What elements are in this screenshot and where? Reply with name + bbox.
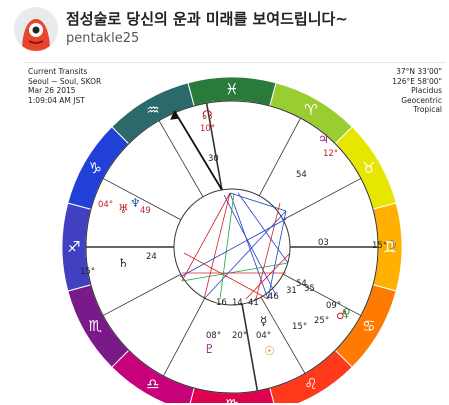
mc-arrow bbox=[173, 110, 223, 191]
aspect-line bbox=[255, 202, 281, 300]
info-line: Mar 26 2015 bbox=[28, 86, 76, 95]
venus-glyph: ♀ bbox=[342, 306, 351, 320]
house-cusp-line bbox=[158, 120, 204, 197]
pluto-glyph: ♇ bbox=[204, 342, 215, 356]
aspect-line bbox=[267, 210, 287, 300]
chart-wheel: ♈ ♉ ♊ ♋ ♌ ♍ ♎ ♏ ♐ ♑ ♒ ♓ 10° 30 12° 54 04° 49 15° 24 03 15° 16… bbox=[61, 76, 403, 403]
zodiac-sign-icon: ♋ bbox=[362, 317, 375, 335]
degree-label: 12° bbox=[323, 149, 338, 159]
mars-glyph: ♂ bbox=[336, 308, 347, 322]
degree-label: 16 bbox=[216, 298, 227, 308]
zodiac-sign-icon: ♑ bbox=[88, 159, 101, 177]
aspect-line bbox=[181, 192, 231, 282]
house-cusp-line bbox=[102, 178, 181, 221]
degree-label: 03 bbox=[318, 238, 329, 248]
degree-label: 25° bbox=[314, 316, 329, 326]
saturn-glyph: ♄ bbox=[118, 256, 129, 270]
info-line: 37°N 33'00" bbox=[396, 67, 442, 76]
sun-glyph: ☉ bbox=[264, 344, 275, 358]
house-cusp-line bbox=[241, 303, 259, 391]
aspect-line bbox=[237, 192, 289, 264]
degree-label: 15° bbox=[292, 322, 307, 332]
house-cusp-line bbox=[102, 273, 181, 316]
degree-label: 41 bbox=[248, 298, 259, 308]
house-cusp-line bbox=[283, 273, 362, 316]
info-line: 126°E 58'00" bbox=[392, 76, 442, 86]
degree-label: 09° bbox=[326, 301, 341, 311]
jupiter-glyph: ♃ bbox=[318, 132, 329, 146]
zodiac-sign-icon: ♓ bbox=[225, 80, 238, 98]
degree-label: 10° bbox=[200, 124, 215, 134]
post-header: 점성술로 당신의 운과 미래를 보여드립니다~ pentakle25 bbox=[0, 0, 449, 58]
info-line: Geocentric bbox=[401, 95, 442, 105]
degree-label: 54 bbox=[296, 279, 307, 289]
astrology-chart: ♈ ♉ ♊ ♋ ♌ ♍ ♎ ♏ ♐ ♑ ♒ ♓ 10° 30 12° 54 04° 49 15° 24 03 15° 16… bbox=[24, 62, 446, 403]
house-cusp-line bbox=[260, 297, 306, 374]
zodiac-sign-icon: ♍ bbox=[225, 396, 238, 403]
zodiac-sign-icon: ♈ bbox=[304, 101, 317, 119]
author-name[interactable]: pentakle25 bbox=[66, 31, 140, 46]
zodiac-sign-icon: ♌ bbox=[304, 375, 317, 393]
zodiac-sign-icon: ♊ bbox=[383, 238, 396, 256]
monster-avatar-icon bbox=[14, 7, 58, 51]
degree-label: 15° bbox=[372, 241, 387, 251]
house-cusp-line bbox=[258, 117, 301, 196]
degree-label: 24 bbox=[146, 252, 157, 262]
zodiac-sign-icon: ♒ bbox=[146, 101, 159, 119]
degree-label: 35 bbox=[304, 284, 315, 294]
degree-label: 49 bbox=[140, 206, 151, 216]
node-glyph: ☊ bbox=[202, 108, 213, 122]
info-line: Tropical bbox=[413, 105, 442, 114]
neptune-glyph: ♆ bbox=[130, 196, 141, 210]
degree-label: 54 bbox=[296, 170, 307, 180]
house-cusp-line bbox=[163, 298, 206, 377]
aspect-line bbox=[179, 218, 287, 278]
zodiac-sign-icon: ♉ bbox=[362, 159, 375, 177]
zodiac-sign-icon: ♐ bbox=[67, 238, 80, 256]
post-title[interactable]: 점성술로 당신의 운과 미래를 보여드립니다~ bbox=[66, 10, 348, 28]
aspect-line bbox=[229, 192, 287, 212]
degree-label: 30 bbox=[208, 154, 219, 164]
degree-label: 20° bbox=[232, 331, 247, 341]
aspect-line bbox=[219, 192, 235, 300]
chart-info-left: Current Transits Seoul ~ Soul, SKOR Mar … bbox=[28, 67, 101, 105]
arrow-head-icon bbox=[170, 110, 179, 120]
degree-label: 15° bbox=[80, 267, 95, 277]
house-cusp-line bbox=[205, 103, 223, 191]
aspect-line bbox=[181, 262, 289, 282]
chart-info-right: 37°N 33'00" 126°E 58'00" Placidus Geocen… bbox=[392, 67, 442, 115]
zodiac-sign-icon: ♏ bbox=[88, 317, 102, 335]
degree-label: 04° bbox=[98, 200, 113, 210]
avatar[interactable] bbox=[14, 7, 58, 51]
info-line: Placidus bbox=[411, 86, 442, 95]
degree-label: 46 bbox=[268, 292, 279, 302]
aspect-line bbox=[229, 192, 269, 300]
degree-label: 14 bbox=[232, 298, 243, 308]
aspect-line bbox=[183, 252, 269, 300]
aspect-line bbox=[203, 210, 287, 300]
house-cusp-line bbox=[283, 178, 362, 221]
degree-label: 31 bbox=[286, 286, 297, 296]
moon-glyph: ☽ bbox=[386, 238, 397, 252]
info-line: Seoul ~ Soul, SKOR bbox=[28, 76, 102, 86]
info-line: 1:09:04 AM JST bbox=[28, 95, 85, 105]
aspect-line bbox=[223, 194, 277, 296]
degree-label: 08° bbox=[206, 331, 221, 341]
info-line: Current Transits bbox=[28, 67, 88, 76]
degree-label: 04° bbox=[256, 331, 271, 341]
aspect-line bbox=[203, 192, 231, 300]
zodiac-sign-icon: ♎ bbox=[146, 375, 159, 393]
uranus-glyph: ♅ bbox=[118, 202, 129, 216]
mercury-glyph: ☿ bbox=[260, 314, 267, 328]
